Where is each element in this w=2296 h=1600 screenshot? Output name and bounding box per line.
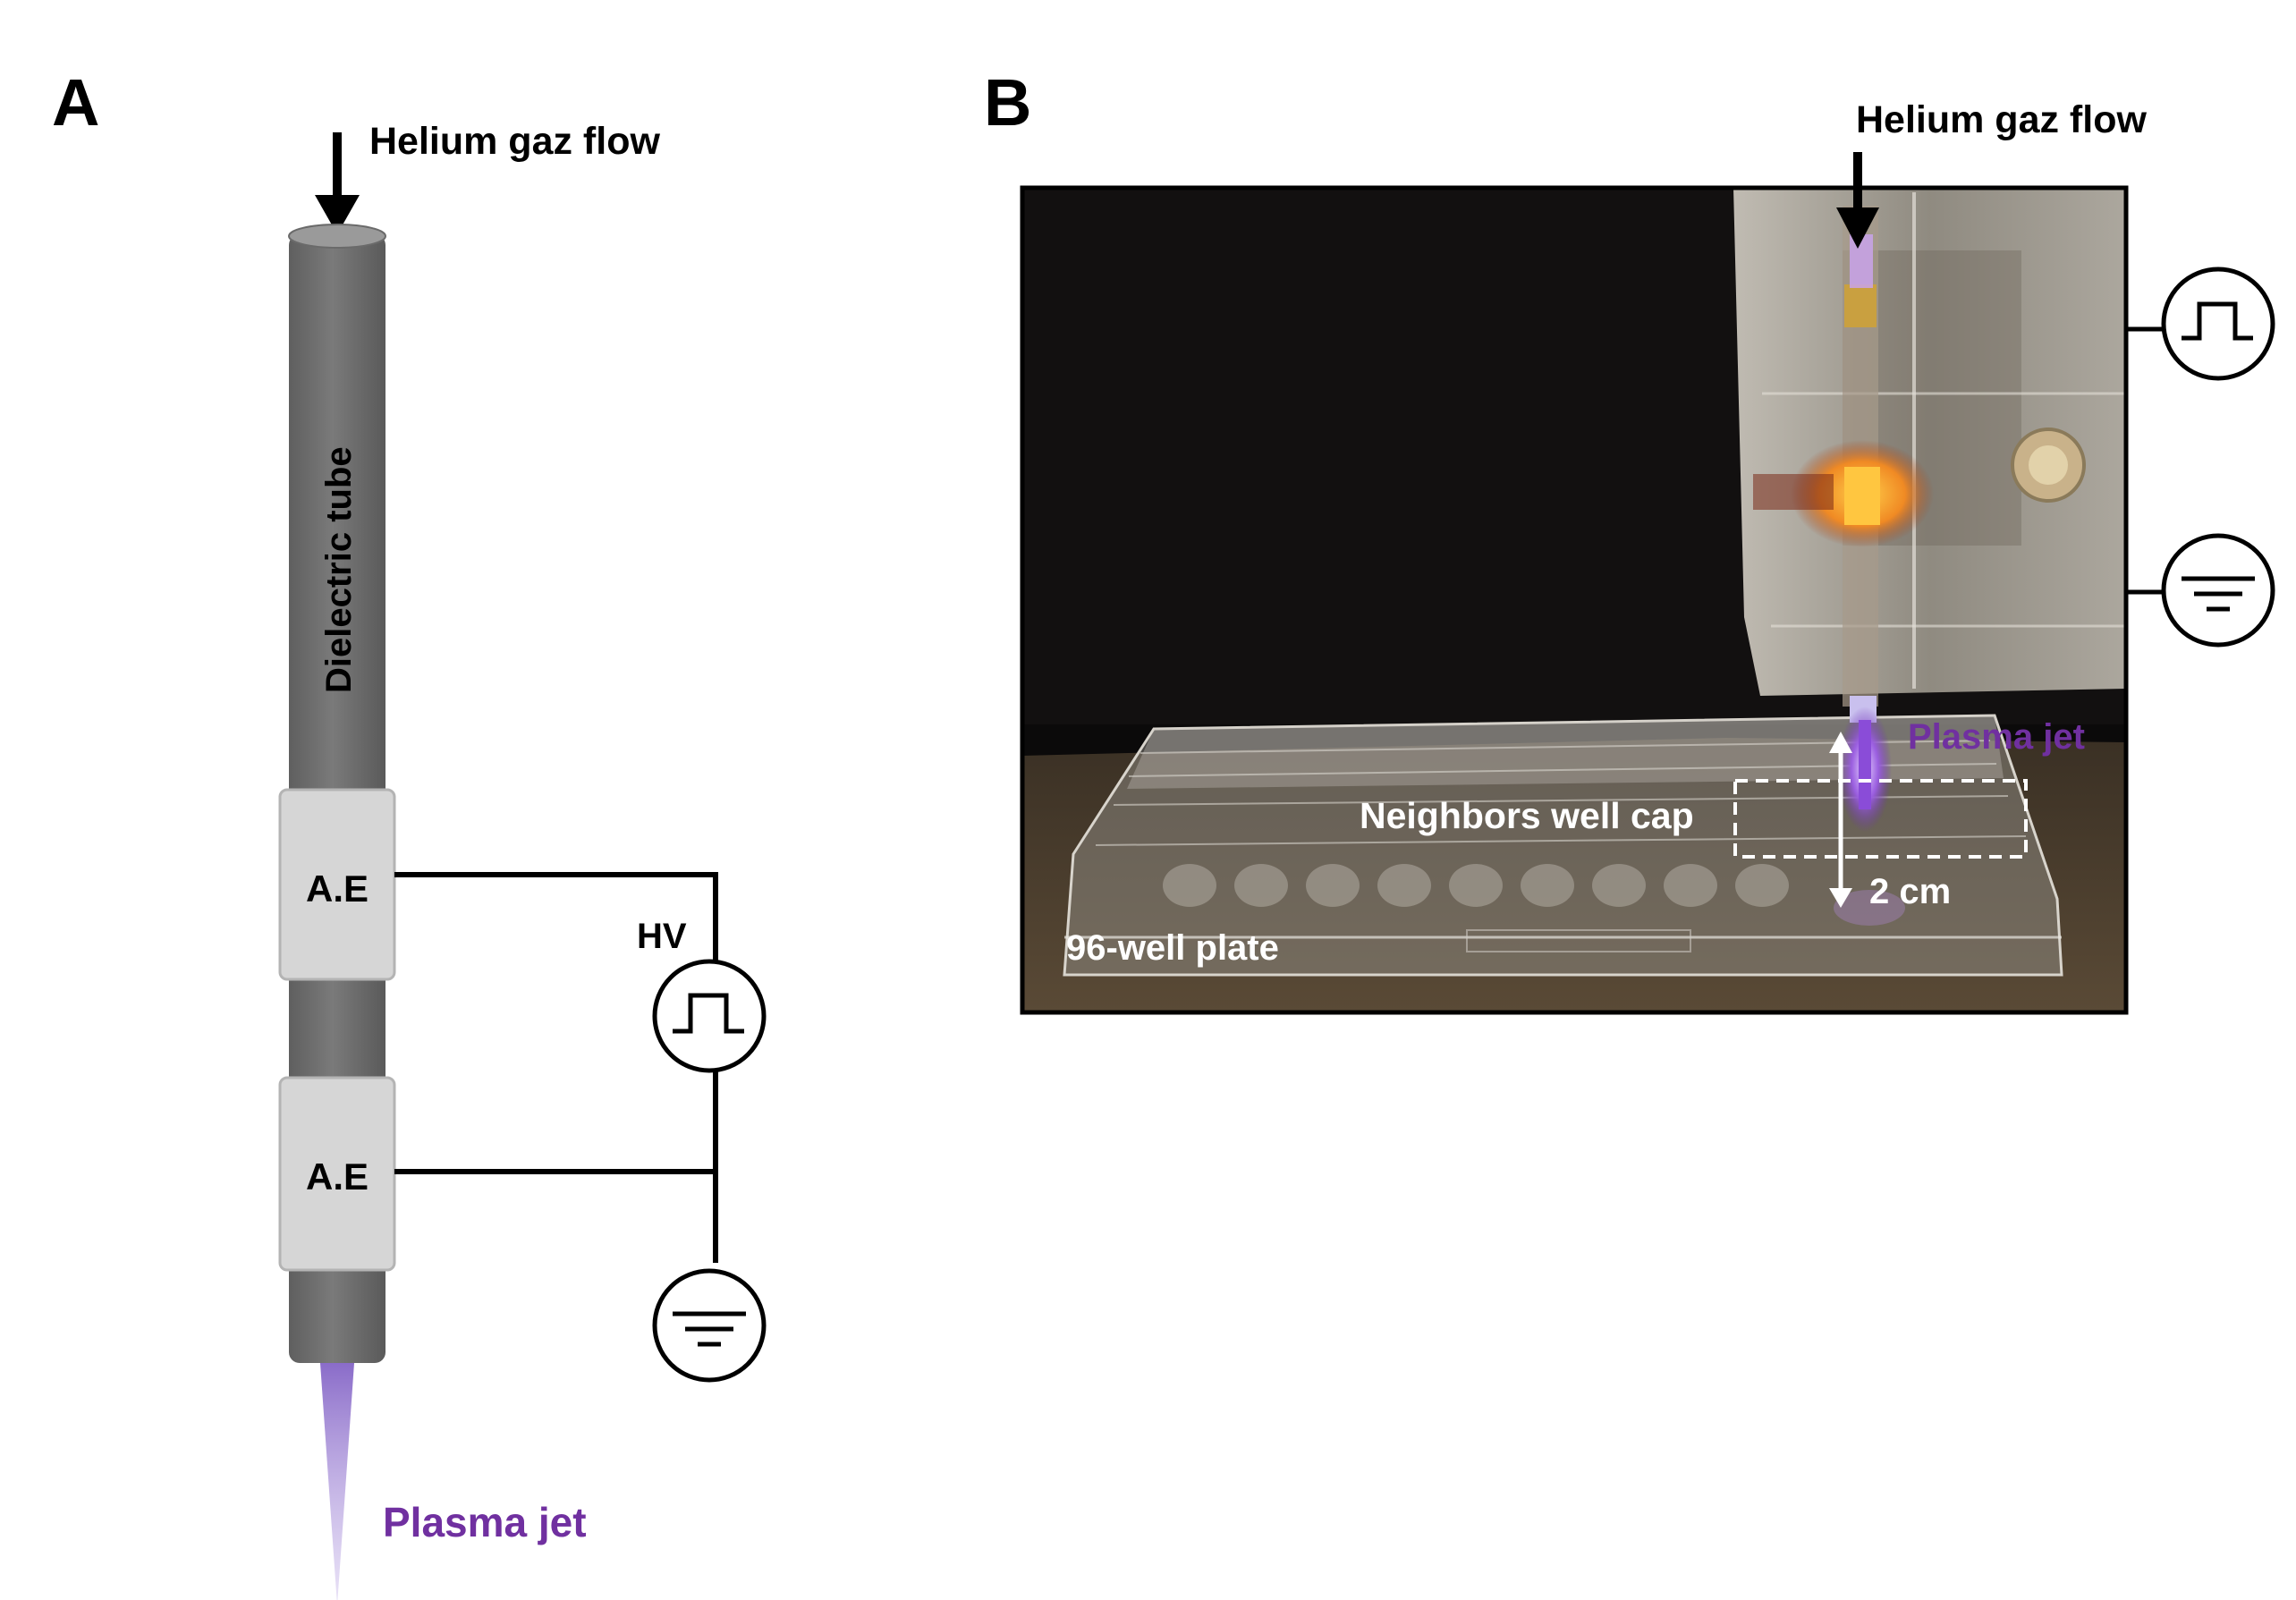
neighbors-cap-box (1733, 779, 2028, 859)
experiment-photo (1020, 185, 2129, 1015)
electrode-2-label: A.E (306, 1156, 369, 1198)
plasma-jet-label-b: Plasma jet (1908, 717, 2085, 757)
distance-arrow (1829, 732, 1852, 908)
neighbors-cap-label: Neighbors well cap (1360, 795, 1694, 836)
panel-b-letter: B (984, 65, 1031, 140)
gas-flow-arrow-a (315, 132, 360, 234)
gas-flow-arrow-b (1836, 152, 1879, 249)
electrode-1-label: A.E (306, 868, 369, 910)
dielectric-tube-label: Dielectric tube (319, 446, 359, 693)
panel-b: B Helium gaz flow (984, 65, 2275, 1015)
panel-a: A Helium gaz flow Dielectric tube A.E A.… (52, 65, 767, 1600)
plasma-jet-cone-a (320, 1363, 354, 1600)
ground-icon-a (652, 1268, 767, 1383)
gas-flow-label-a: Helium gaz flow (369, 120, 660, 163)
panel-a-letter: A (52, 65, 99, 140)
well-plate (1063, 714, 2063, 977)
pulse-source-icon-b (2161, 267, 2275, 381)
gas-flow-label-b: Helium gaz flow (1856, 98, 2147, 141)
electrode-1 (278, 788, 396, 981)
pulse-source-icon-a (652, 959, 767, 1073)
plasma-jet-label-a: Plasma jet (383, 1499, 587, 1545)
jet-device (1733, 188, 2126, 707)
distance-label: 2 cm (1869, 872, 1951, 911)
well-plate-label: 96-well plate (1066, 928, 1279, 968)
ground-icon-b (2161, 533, 2275, 648)
hv-label: HV (637, 917, 687, 956)
circuit-wires (394, 872, 718, 1263)
